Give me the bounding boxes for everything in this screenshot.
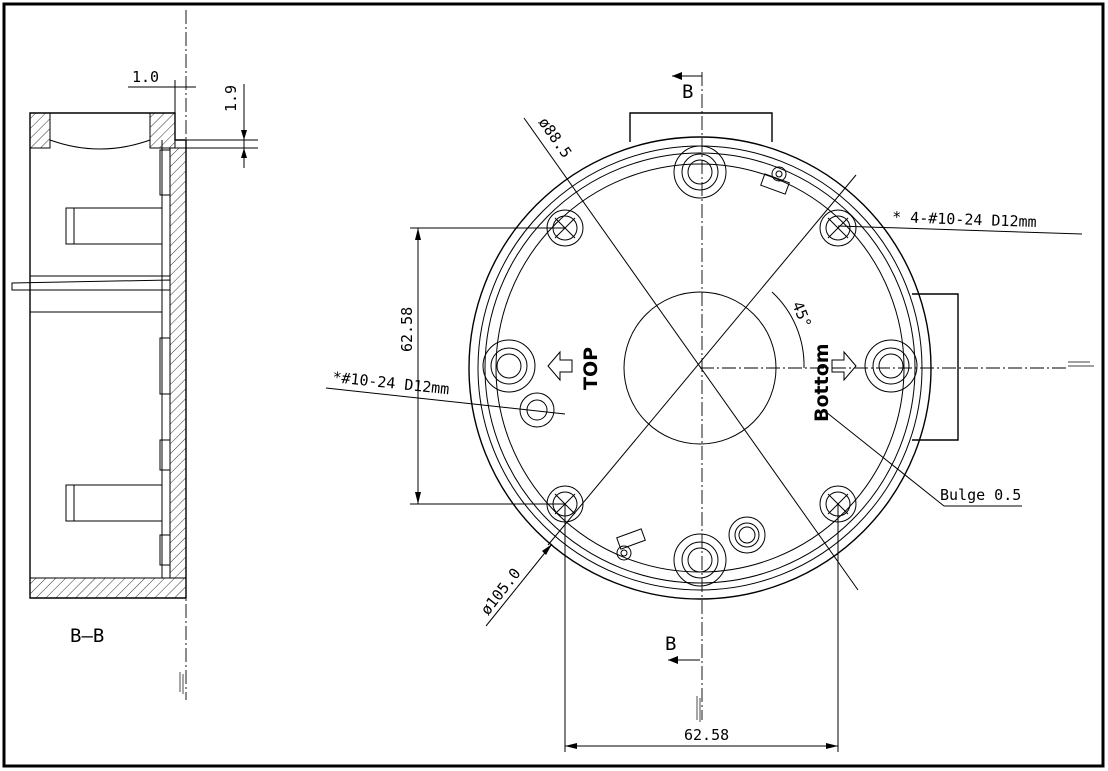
dim-horizontal-spacing: 62.58 xyxy=(684,726,729,744)
dim-outer-diameter: ø105.0 xyxy=(477,565,525,619)
orientation-bottom: Bottom xyxy=(811,343,833,422)
callout-four-holes: * 4-#10-24 D12mm xyxy=(892,208,1037,231)
boss-holes xyxy=(482,145,918,587)
section-view: 1.0 1.9 B—B xyxy=(11,10,258,700)
callout-bulge: Bulge 0.5 xyxy=(940,486,1021,504)
section-label: B—B xyxy=(70,625,104,647)
dim-vertical-spacing: 62.58 xyxy=(398,307,416,352)
dim-lip-height: 1.9 xyxy=(222,85,240,112)
dim-wall-thickness: 1.0 xyxy=(132,68,159,86)
dim-angle: 45° xyxy=(788,299,815,331)
section-mark-top: B xyxy=(682,81,693,103)
dim-inner-diameter: ø88.5 xyxy=(535,114,576,161)
section-mark-bottom: B xyxy=(665,633,676,655)
orientation-top: TOP xyxy=(580,347,602,390)
callout-single-hole: *#10-24 D12mm xyxy=(332,368,451,398)
main-view: B B ø88.5 ø105.0 62.58 62.58 45° xyxy=(325,72,1094,752)
screw-holes xyxy=(519,209,857,554)
